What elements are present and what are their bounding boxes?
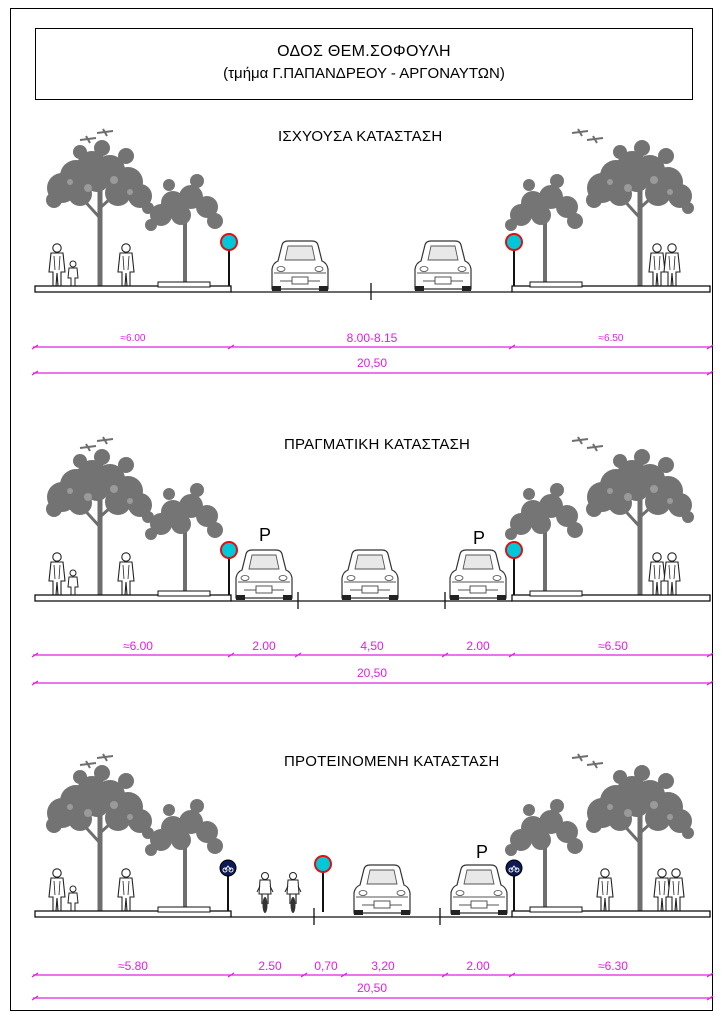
parking-label: P (476, 842, 488, 862)
dimension-label: 2.00 (252, 639, 276, 653)
bicycle-sign-icon (219, 859, 237, 913)
dimension-label: 2.00 (466, 959, 490, 973)
pedestrian-icon (648, 243, 666, 287)
title-segment: (τμήμα Γ.ΠΑΠΑΝΔΡΕΟΥ - ΑΡΓΟΝΑΥΤΩΝ) (223, 65, 505, 82)
dimension-label: ≈6.00 (121, 333, 146, 344)
tree-icon (505, 483, 583, 594)
parking-label: P (259, 525, 271, 545)
cyclist-icon (256, 871, 274, 914)
sheet-frame (10, 8, 713, 1011)
section-actual: P P ≈6.00 2.00 4,50 2.00 ≈6.50 20,50 (31, 436, 714, 686)
car-icon (414, 240, 472, 292)
dimension-label: ≈6.30 (598, 959, 628, 973)
traffic-sign-icon (505, 541, 523, 599)
dimension-total: 20,50 (357, 981, 387, 995)
pedestrian-icon (48, 243, 66, 287)
cyclist-icon (284, 871, 302, 914)
bicycle-sign-icon (505, 859, 523, 913)
car-icon (271, 240, 329, 292)
dimension-label: ≈6.00 (123, 639, 153, 653)
car-icon (341, 549, 399, 601)
pedestrian-icon (667, 868, 685, 912)
dimension-label: ≈6.50 (598, 639, 628, 653)
dimension-label: 3,20 (371, 959, 395, 973)
section-existing: ≈6.00 8.00-8.15 ≈6.50 20,50 (31, 128, 714, 376)
tree-icon (145, 174, 223, 285)
dimension-label: ≈6.50 (599, 333, 624, 344)
pedestrian-icon (663, 243, 681, 287)
pedestrian-icon (117, 868, 135, 912)
traffic-sign-icon (220, 233, 238, 291)
pedestrian-icon (117, 552, 135, 596)
dimension-label: 0,70 (314, 959, 338, 973)
tree-icon (505, 174, 583, 285)
title-block: ΟΔΟΣ ΘΕΜ.ΣΟΦΟΥΛΗ (τμήμα Γ.ΠΑΠΑΝΔΡΕΟΥ - Α… (35, 28, 693, 100)
section-proposed: P ≈5.80 2.50 0,70 3,20 2.00 ≈6.30 20,50 (31, 753, 714, 1001)
traffic-sign-icon (505, 233, 523, 291)
pedestrian-icon (117, 243, 135, 287)
dimension-label: ≈5.80 (118, 959, 148, 973)
pedestrian-icon (48, 868, 66, 912)
pedestrian-icon (67, 260, 79, 287)
tree-icon (505, 799, 583, 910)
pedestrian-icon (648, 552, 666, 596)
dimension-total: 20,50 (357, 356, 387, 370)
pedestrian-icon (653, 868, 671, 912)
car-icon (450, 864, 508, 916)
tree-icon (145, 483, 223, 594)
section-title-proposed: ΠΡΟΤΕΙΝΟΜΕΝΗ ΚΑΤΑΣΤΑΣΗ (284, 753, 500, 770)
section-title-actual: ΠΡΑΓΜΑΤΙΚΗ ΚΑΤΑΣΤΑΣΗ (284, 436, 471, 453)
dimension-label: 2.50 (258, 959, 282, 973)
dimension-label: 8.00-8.15 (347, 331, 398, 345)
dimension-label: 2.00 (466, 639, 490, 653)
title-street: ΟΔΟΣ ΘΕΜ.ΣΟΦΟΥΛΗ (277, 43, 451, 60)
pedestrian-icon (48, 552, 66, 596)
car-icon (353, 864, 411, 916)
section-title-existing: ΙΣΧΥΟΥΣΑ ΚΑΤΑΣΤΑΣΗ (278, 128, 443, 145)
traffic-sign-icon (314, 855, 332, 913)
tree-icon (145, 799, 223, 910)
pedestrian-icon (596, 868, 614, 912)
dimension-total: 20,50 (357, 666, 387, 680)
traffic-sign-icon (220, 541, 238, 599)
pedestrian-icon (67, 569, 79, 596)
pedestrian-icon (663, 552, 681, 596)
car-icon (449, 549, 507, 601)
car-icon (235, 549, 293, 601)
pedestrian-icon (67, 885, 79, 912)
dimension-label: 4,50 (360, 639, 384, 653)
parking-label: P (473, 528, 485, 548)
